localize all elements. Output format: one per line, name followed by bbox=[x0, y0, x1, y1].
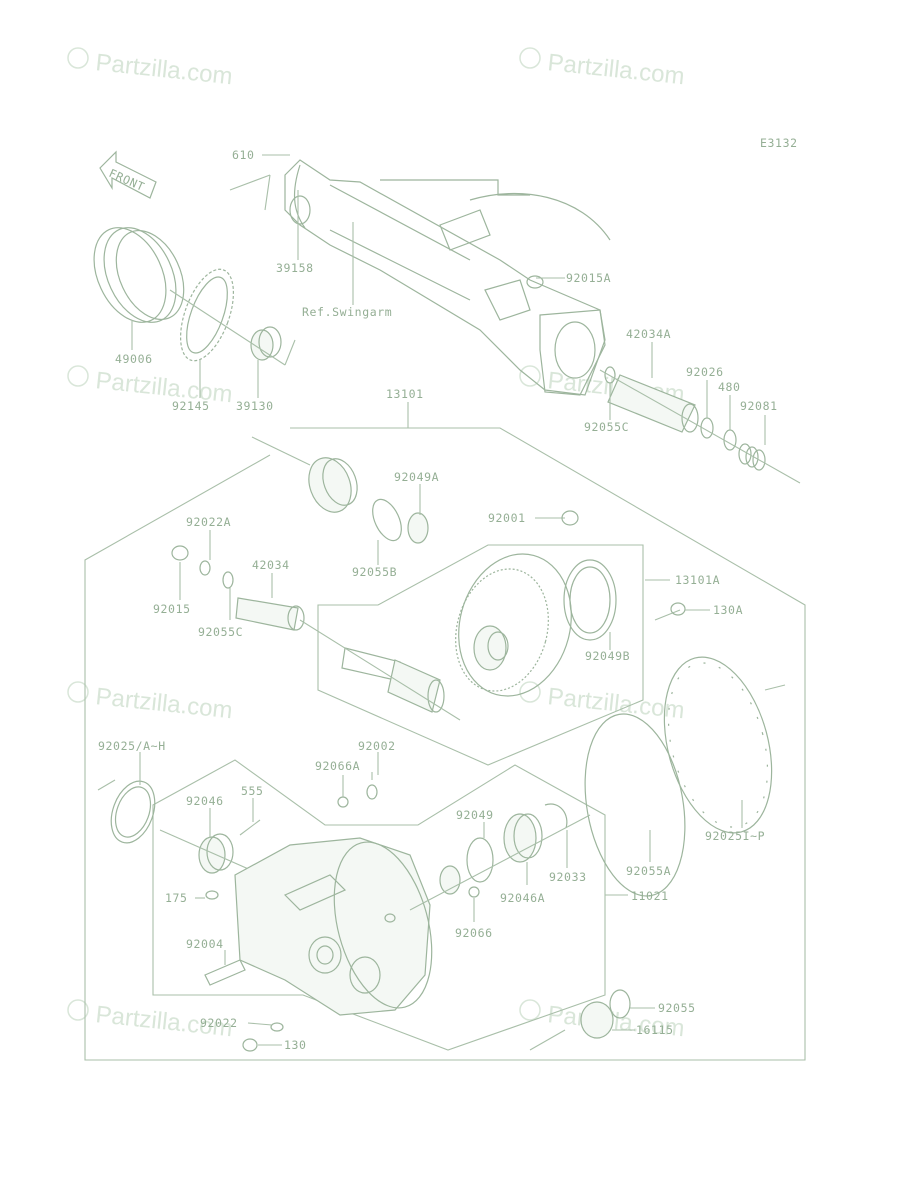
assembly-outline-13101 bbox=[84, 427, 806, 1061]
part-label: 13101 bbox=[386, 387, 424, 401]
sleeve-42034A bbox=[607, 374, 699, 433]
gear-92145 bbox=[180, 268, 234, 362]
front-arrow-icon: FRONT bbox=[99, 150, 157, 199]
part-label: 92066 bbox=[455, 926, 493, 940]
part-label: 480 bbox=[718, 380, 741, 394]
seal-92025 bbox=[110, 780, 156, 844]
part-label: 92049A bbox=[394, 470, 439, 484]
washer-92022A bbox=[199, 560, 211, 576]
part-label: 92046 bbox=[186, 794, 224, 808]
watermark: Partzilla.com bbox=[67, 681, 234, 724]
plug-92066A bbox=[337, 796, 349, 808]
part-label: 610 bbox=[232, 148, 255, 162]
part-label: 92055C bbox=[198, 625, 243, 639]
plug-92066 bbox=[468, 886, 480, 898]
oring-92055B bbox=[372, 498, 402, 542]
nut-92015A bbox=[526, 275, 544, 289]
ring-gear bbox=[455, 553, 572, 697]
part-label: 92055B bbox=[352, 565, 397, 579]
watermark: Partzilla.com bbox=[519, 47, 686, 90]
part-label: 92015A bbox=[566, 271, 611, 285]
part-label: 92145 bbox=[172, 399, 210, 413]
part-label: 92002 bbox=[358, 739, 396, 753]
part-labels: 610 39158 92015A 49006 92145 39130 42034… bbox=[98, 148, 778, 1052]
part-label: 92015 bbox=[153, 602, 191, 616]
pin-555 bbox=[239, 819, 261, 836]
part-label: 92049 bbox=[456, 808, 494, 822]
bolt-130 bbox=[242, 1038, 258, 1052]
ref-note: Ref.Swingarm bbox=[302, 305, 392, 319]
pinion-42034 bbox=[235, 597, 305, 631]
part-label: 92022A bbox=[186, 515, 231, 529]
swingarm-drawing bbox=[229, 159, 611, 396]
part-label: 92081 bbox=[740, 399, 778, 413]
housing-11021 bbox=[234, 837, 433, 1016]
washer-92022 bbox=[270, 1022, 284, 1032]
ring-480 bbox=[723, 429, 737, 451]
bearing-39130 bbox=[250, 326, 282, 361]
part-label: 130 bbox=[284, 1038, 307, 1052]
svg-text:Partzilla.com: Partzilla.com bbox=[94, 367, 233, 408]
svg-text:FRONT: FRONT bbox=[107, 166, 147, 194]
part-label: 13101A bbox=[675, 573, 720, 587]
assembly-outline-11021 bbox=[152, 759, 606, 1051]
part-label: 92055 bbox=[658, 1001, 696, 1015]
seal-upper bbox=[308, 457, 358, 513]
part-label: 39130 bbox=[236, 399, 274, 413]
part-label: 92001 bbox=[488, 511, 526, 525]
part-label: 130A bbox=[713, 603, 743, 617]
part-label: 555 bbox=[241, 784, 264, 798]
part-label: 16115 bbox=[636, 1023, 674, 1037]
part-label: 92022 bbox=[200, 1016, 238, 1030]
part-label: 42034A bbox=[626, 327, 671, 341]
part-label: 92049B bbox=[585, 649, 630, 663]
seal-92049 bbox=[466, 837, 494, 883]
bearing-92046 bbox=[198, 833, 234, 874]
sleeve-92049-inner bbox=[439, 865, 461, 895]
part-label: 92066A bbox=[315, 759, 360, 773]
part-label: 49006 bbox=[115, 352, 153, 366]
part-label: 92025/A~H bbox=[98, 739, 166, 753]
bolt-92001 bbox=[535, 510, 579, 526]
part-label: 92033 bbox=[549, 870, 587, 884]
gasket-92025I-P bbox=[663, 656, 773, 834]
nut-92015 bbox=[171, 545, 189, 561]
assembly-outline-13101A bbox=[317, 544, 644, 766]
svg-text:Partzilla.com: Partzilla.com bbox=[94, 683, 233, 724]
leader-lines bbox=[131, 154, 766, 1046]
svg-text:Partzilla.com: Partzilla.com bbox=[546, 49, 685, 90]
diagram-code: E3132 bbox=[760, 136, 798, 150]
pin-175 bbox=[205, 890, 219, 900]
spring-92081 bbox=[738, 443, 766, 471]
bearing-92046A bbox=[503, 813, 543, 863]
part-label: 92025I~P bbox=[705, 829, 765, 843]
part-label: 92055C bbox=[584, 420, 629, 434]
part-label: 42034 bbox=[252, 558, 290, 572]
bolt-92004 bbox=[204, 959, 246, 986]
plug-16115 bbox=[580, 989, 631, 1039]
watermark: Partzilla.com bbox=[519, 681, 686, 724]
bolt-92002 bbox=[366, 772, 378, 800]
ring-49006 bbox=[93, 227, 185, 323]
seal-92049B bbox=[563, 559, 617, 641]
part-label: 92026 bbox=[686, 365, 724, 379]
part-label: 92046A bbox=[500, 891, 545, 905]
svg-text:Partzilla.com: Partzilla.com bbox=[94, 49, 233, 90]
part-label: 92004 bbox=[186, 937, 224, 951]
circlip-92033 bbox=[544, 803, 568, 829]
bearing-92049A bbox=[407, 512, 429, 544]
part-label: 92055A bbox=[626, 864, 671, 878]
oring-92055A bbox=[584, 713, 686, 897]
bolt-130A bbox=[654, 602, 686, 621]
watermark: Partzilla.com bbox=[67, 47, 234, 90]
part-label: 11021 bbox=[631, 889, 669, 903]
oring-92055C-lower bbox=[222, 571, 234, 589]
part-label: 175 bbox=[165, 891, 188, 905]
part-label: 39158 bbox=[276, 261, 314, 275]
drive-gear-shaft bbox=[341, 647, 445, 713]
